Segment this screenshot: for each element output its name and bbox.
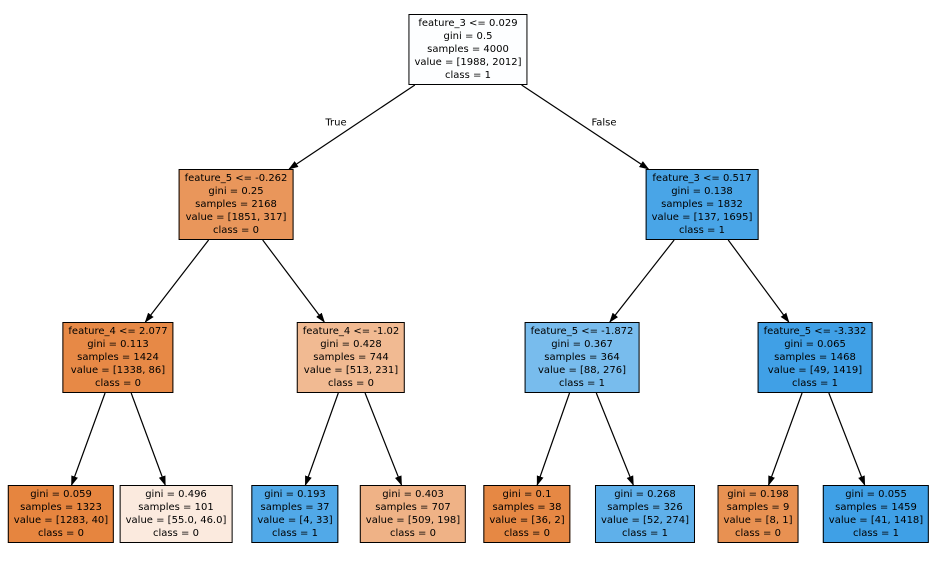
node-text-line: samples = 364 xyxy=(544,352,620,363)
node-text-line: class = 1 xyxy=(445,70,491,81)
tree-edge xyxy=(727,239,790,323)
tree-node-d1L: feature_5 <= -0.262 gini = 0.25 samples = … xyxy=(178,169,294,240)
node-text-line: samples = 38 xyxy=(492,502,562,513)
node-text-line: samples = 1323 xyxy=(20,502,102,513)
node-text-line: gini = 0.268 xyxy=(614,489,676,500)
tree-edge xyxy=(144,239,210,323)
tree-node-d2b: feature_4 <= -1.02 gini = 0.428 samples = … xyxy=(296,322,406,393)
node-text-line: gini = 0.1 xyxy=(502,489,552,500)
node-text-line: class = 0 xyxy=(95,378,141,389)
node-text-line: gini = 0.193 xyxy=(264,489,326,500)
node-text-line: value = [509, 198] xyxy=(365,515,461,526)
node-text-line: samples = 4000 xyxy=(427,44,509,55)
tree-node-d2a: feature_4 <= 2.077 gini = 0.113 samples = … xyxy=(62,322,174,393)
node-text-line: value = [55.0, 46.0] xyxy=(125,515,227,526)
tree-edge xyxy=(262,239,325,323)
node-text-line: class = 1 xyxy=(559,378,605,389)
node-text-line: value = [49, 1419] xyxy=(767,365,863,376)
tree-node-l2: gini = 0.496 samples = 101 value = [55.0, … xyxy=(119,485,233,543)
tree-node-d2c: feature_5 <= -1.872 gini = 0.367 samples =… xyxy=(524,322,640,393)
node-text-line: samples = 101 xyxy=(138,502,214,513)
tree-node-l8: gini = 0.055 samples = 1459 value = [41, 1… xyxy=(822,485,930,543)
node-text-line: gini = 0.055 xyxy=(845,489,907,500)
node-text-line: gini = 0.403 xyxy=(382,489,444,500)
tree-node-l6: gini = 0.268 samples = 326 value = [52, 27… xyxy=(594,485,696,543)
tree-edge xyxy=(609,239,675,323)
edge-label-false: False xyxy=(591,117,617,129)
node-text-line: samples = 744 xyxy=(313,352,389,363)
tree-edge xyxy=(595,392,634,486)
node-text-line: class = 1 xyxy=(622,528,668,539)
node-text-line: feature_5 <= -0.262 xyxy=(184,173,288,184)
tree-edge xyxy=(536,392,571,486)
node-text-line: value = [36, 2] xyxy=(489,515,565,526)
tree-node-root: feature_3 <= 0.029 gini = 0.5 samples = 40… xyxy=(408,14,528,85)
tree-edge xyxy=(130,392,166,486)
node-text-line: feature_5 <= -3.332 xyxy=(763,326,867,337)
node-text-line: class = 0 xyxy=(213,225,259,236)
node-text-line: samples = 326 xyxy=(607,502,683,513)
node-text-line: value = [4, 33] xyxy=(257,515,333,526)
node-text-line: gini = 0.113 xyxy=(87,339,149,350)
node-text-line: value = [1338, 86] xyxy=(70,365,166,376)
node-text-line: gini = 0.065 xyxy=(784,339,846,350)
node-text-line: feature_4 <= 2.077 xyxy=(68,326,168,337)
node-text-line: class = 0 xyxy=(38,528,84,539)
node-text-line: class = 0 xyxy=(735,528,781,539)
node-text-line: value = [1988, 2012] xyxy=(414,57,522,68)
node-text-line: feature_3 <= 0.029 xyxy=(418,18,518,29)
node-text-line: gini = 0.5 xyxy=(443,31,493,42)
tree-node-l4: gini = 0.403 samples = 707 value = [509, 1… xyxy=(359,485,467,543)
node-text-line: value = [52, 274] xyxy=(600,515,690,526)
node-text-line: samples = 37 xyxy=(260,502,330,513)
node-text-line: value = [513, 231] xyxy=(303,365,399,376)
tree-edge xyxy=(828,392,866,486)
node-text-line: samples = 9 xyxy=(726,502,790,513)
tree-edge xyxy=(70,392,106,486)
node-text-line: class = 0 xyxy=(153,528,199,539)
node-text-line: class = 1 xyxy=(853,528,899,539)
node-text-line: class = 0 xyxy=(328,378,374,389)
node-text-line: class = 0 xyxy=(504,528,550,539)
node-text-line: class = 1 xyxy=(679,225,725,236)
tree-edge xyxy=(364,392,403,486)
node-text-line: feature_4 <= -1.02 xyxy=(302,326,400,337)
node-text-line: class = 1 xyxy=(792,378,838,389)
tree-node-l3: gini = 0.193 samples = 37 value = [4, 33] c… xyxy=(251,485,339,543)
node-text-line: samples = 2168 xyxy=(195,199,277,210)
node-text-line: gini = 0.059 xyxy=(30,489,92,500)
node-text-line: gini = 0.138 xyxy=(671,186,733,197)
node-text-line: class = 0 xyxy=(390,528,436,539)
tree-node-l7: gini = 0.198 samples = 9 value = [8, 1] cla… xyxy=(717,485,799,543)
node-text-line: samples = 1468 xyxy=(774,352,856,363)
tree-node-d1R: feature_3 <= 0.517 gini = 0.138 samples = … xyxy=(645,169,759,240)
node-text-line: value = [41, 1418] xyxy=(828,515,924,526)
node-text-line: gini = 0.496 xyxy=(145,489,207,500)
node-text-line: samples = 707 xyxy=(375,502,451,513)
tree-edge xyxy=(521,84,650,170)
tree-edge xyxy=(767,392,803,486)
node-text-line: value = [88, 276] xyxy=(537,365,627,376)
node-text-line: gini = 0.25 xyxy=(208,186,264,197)
node-text-line: gini = 0.428 xyxy=(320,339,382,350)
tree-edge xyxy=(304,392,339,486)
node-text-line: samples = 1424 xyxy=(77,352,159,363)
node-text-line: feature_3 <= 0.517 xyxy=(652,173,752,184)
tree-node-d2d: feature_5 <= -3.332 gini = 0.065 samples =… xyxy=(757,322,873,393)
edge-label-true: True xyxy=(325,117,347,129)
tree-node-l1: gini = 0.059 samples = 1323 value = [1283,… xyxy=(7,485,115,543)
node-text-line: feature_5 <= -1.872 xyxy=(530,326,634,337)
node-text-line: gini = 0.367 xyxy=(551,339,613,350)
node-text-line: value = [1851, 317] xyxy=(185,212,287,223)
node-text-line: value = [1283, 40] xyxy=(13,515,109,526)
node-text-line: class = 1 xyxy=(272,528,318,539)
node-text-line: value = [137, 1695] xyxy=(651,212,753,223)
node-text-line: samples = 1832 xyxy=(661,199,743,210)
tree-node-l5: gini = 0.1 samples = 38 value = [36, 2] cla… xyxy=(483,485,571,543)
tree-edge xyxy=(288,84,416,170)
node-text-line: value = [8, 1] xyxy=(723,515,793,526)
node-text-line: samples = 1459 xyxy=(835,502,917,513)
node-text-line: gini = 0.198 xyxy=(727,489,789,500)
